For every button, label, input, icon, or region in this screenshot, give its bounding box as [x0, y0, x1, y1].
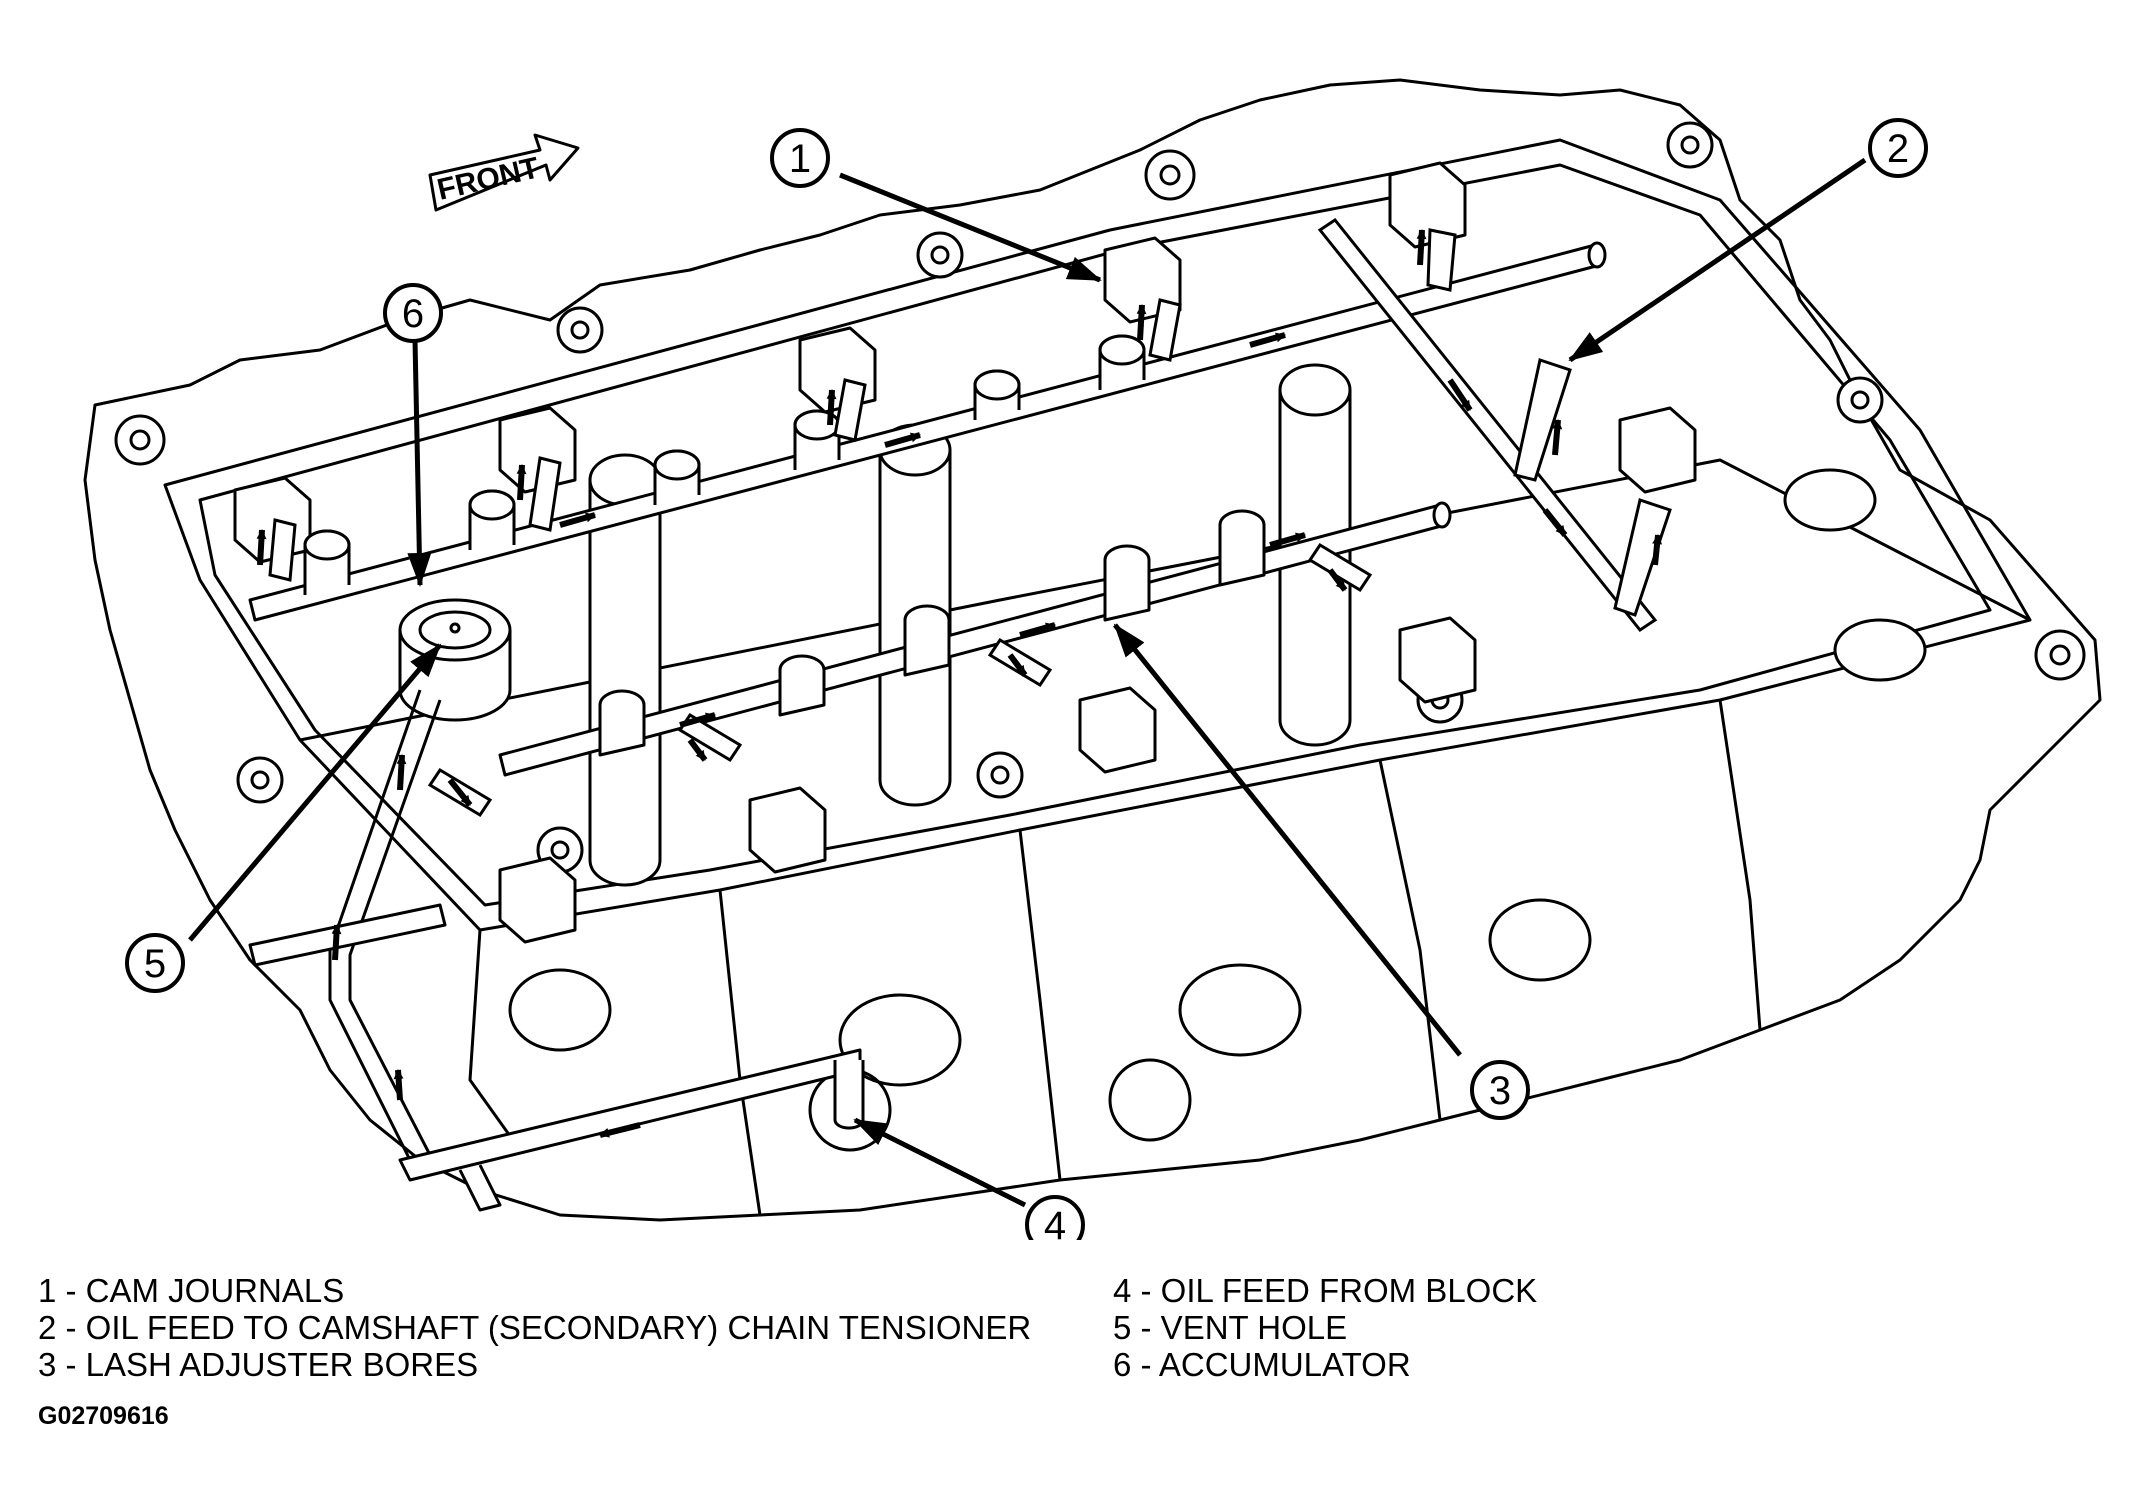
callout-number: 2: [1887, 127, 1909, 171]
bolt-bosses: [114, 121, 2086, 874]
callout-3: 3: [1470, 1060, 1530, 1120]
legend-item-oil-feed-from-block: 4 - OIL FEED FROM BLOCK: [1113, 1272, 1538, 1309]
callout-2: 2: [1868, 118, 1928, 178]
cylinder-head-oil-passage-diagram: FRONT 1 2 3 4 5 6: [83, 78, 2102, 1240]
lower-oil-gallery: [498, 501, 1452, 777]
callout-1: 1: [770, 128, 830, 188]
callout-5: 5: [125, 933, 185, 993]
cylinder-head-outline: [83, 78, 2102, 1222]
legend-item-vent-hole: 5 - VENT HOLE: [1113, 1309, 1348, 1346]
legend-item-cam-journals: 1 - CAM JOURNALS: [38, 1272, 345, 1309]
callout-number: 1: [789, 137, 811, 181]
legend-item-accumulator: 6 - ACCUMULATOR: [1113, 1346, 1411, 1383]
legend-left-column: 1 - CAM JOURNALS 2 - OIL FEED TO CAMSHAF…: [38, 1272, 1031, 1383]
legend-right-column: 4 - OIL FEED FROM BLOCK 5 - VENT HOLE 6 …: [1113, 1272, 1537, 1383]
front-direction-arrow: FRONT: [428, 133, 580, 212]
figure-id: G02709616: [38, 1402, 169, 1430]
legend-item-tensioner-feed: 2 - OIL FEED TO CAMSHAFT (SECONDARY) CHA…: [38, 1309, 1032, 1346]
callout-number: 3: [1489, 1069, 1511, 1113]
front-label: FRONT: [434, 151, 542, 206]
oil-flow-arrows: [256, 229, 1663, 1138]
lash-adjuster-stubs: [268, 298, 1373, 818]
callout-number: 6: [402, 292, 424, 336]
tensioner-feed-passage: [1317, 217, 1672, 633]
callout-4: 4: [1025, 1195, 1085, 1240]
block-oil-feed-passage: [248, 689, 865, 1212]
callout-number: 5: [144, 942, 166, 986]
leader-lines: [188, 157, 1867, 1208]
vent-hole: [449, 622, 461, 634]
callout-6: 6: [383, 283, 443, 343]
legend-item-lash-adjuster-bores: 3 - LASH ADJUSTER BORES: [38, 1346, 479, 1383]
callout-number: 4: [1044, 1204, 1066, 1240]
intake-ports: [508, 898, 1592, 1152]
